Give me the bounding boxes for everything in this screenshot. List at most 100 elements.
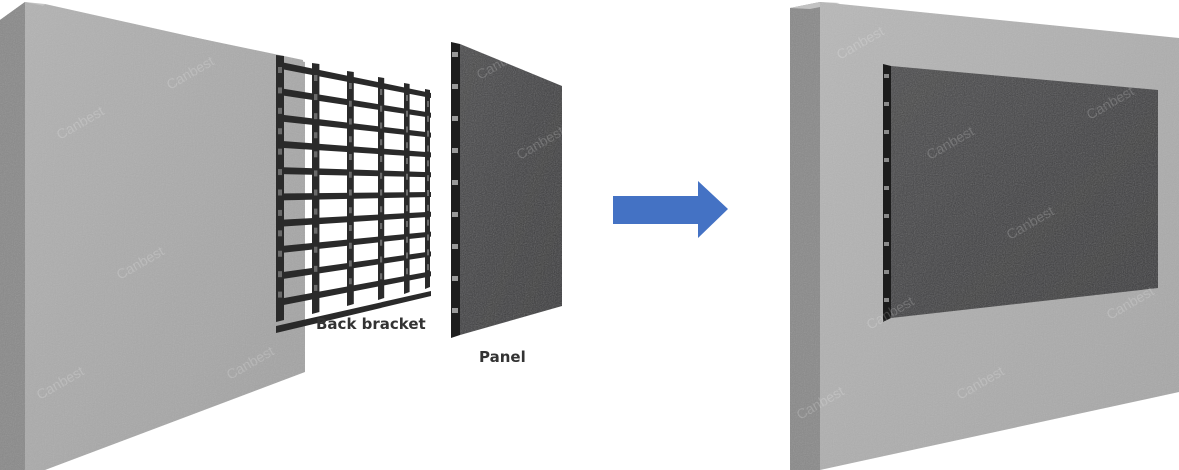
bracket-slot [314,265,318,272]
bracket-slot [314,246,318,253]
bracket-slot [427,190,429,196]
bracket-slot [349,171,352,178]
bracket-slot [278,291,282,298]
bracket-slot [380,206,383,213]
installed-clip [884,74,889,78]
bracket-slot [427,175,429,182]
bracket-slot [427,249,429,256]
bracket-slot [406,110,408,117]
bracket-slot [380,156,383,162]
bracket-slot [406,189,408,196]
panel-clip [452,84,458,89]
bracket-slot [314,94,318,101]
bracket-slot [349,100,352,107]
bracket-slot [278,230,282,237]
bracket-slot [349,118,352,125]
installed-clip [884,242,889,246]
installed-edge-clips [884,74,889,302]
bracket-slot [406,205,408,212]
bracket-slot [427,145,429,152]
led-panel [451,42,562,338]
bracket-slot [349,136,352,143]
bracket-slot [427,101,429,107]
bracket-upright [312,63,320,314]
bracket-rail [276,291,431,333]
bracket-slot [278,107,282,114]
bracket-slot [349,207,352,214]
bracket-slot [314,132,318,139]
bracket-slot [427,234,429,241]
panel-clip [452,308,458,313]
bracket-slot [406,221,408,227]
panel-clip [452,148,458,153]
bracket-slot [427,115,429,122]
bracket-slot [380,273,383,280]
right-arrow-icon [613,181,728,238]
bracket-slot [278,169,282,176]
bracket-slot [380,223,383,229]
bracket-upright [404,83,410,294]
installed-clip [884,186,889,190]
installed-clip [884,102,889,106]
watermark-text: Canbest [594,223,647,263]
bracket-slot [406,236,408,243]
back-bracket-label: Back bracket [316,315,426,333]
bracket-slot [380,89,383,95]
bracket-slot [380,172,383,179]
bracket-slot [380,256,383,263]
bracket-slot [380,105,383,112]
panel-clip [452,244,458,249]
bracket-upright [378,77,385,300]
bracket-slot [314,189,318,196]
installed-clip [884,270,889,274]
bracket-slot [278,250,282,257]
bracket-slot [427,264,429,271]
bracket-slot [406,126,408,133]
bracket-slot [406,95,408,101]
bracket-slot [278,209,282,216]
bracket-slot [278,271,282,278]
installed-clip [884,158,889,162]
bracket-upright [347,71,354,306]
bracket-slot [406,173,408,180]
panel-clip [452,212,458,217]
bracket-slot [380,122,383,129]
bracket-slot [427,204,429,211]
bracket-slot [427,219,429,226]
bracket-slot [349,154,352,160]
panel-clip [452,52,458,57]
bracket-slot [314,151,318,158]
bracket-slot [427,130,429,137]
bracket-slot [278,189,282,196]
back-bracket [276,55,431,333]
bracket-slot [314,75,318,81]
bracket-slot [278,67,282,73]
panel-clip [452,116,458,121]
panel-clip [452,180,458,185]
bracket-slot [349,278,352,285]
installed-led-screen [883,64,1158,322]
bracket-slot [380,239,383,246]
bracket-slot [406,268,408,275]
bracket-slot [278,148,282,155]
bracket-slot [380,189,383,196]
left-wall [0,2,305,470]
bracket-slot [314,227,318,234]
bracket-slot [349,189,352,196]
bracket-slot [406,142,408,149]
panel-label: Panel [479,348,526,366]
bracket-slot [349,242,352,249]
panel-clip [452,276,458,281]
bracket-slot [349,260,352,267]
bracket-slot [314,208,318,215]
bracket-slot [406,158,408,164]
bracket-slot [427,160,429,167]
bracket-slot [314,170,318,177]
installed-clip [884,130,889,134]
bracket-slot [349,225,352,231]
bracket-slot [278,128,282,135]
bracket-upright [276,55,284,322]
bracket-slot [314,284,318,291]
installed-clip [884,214,889,218]
